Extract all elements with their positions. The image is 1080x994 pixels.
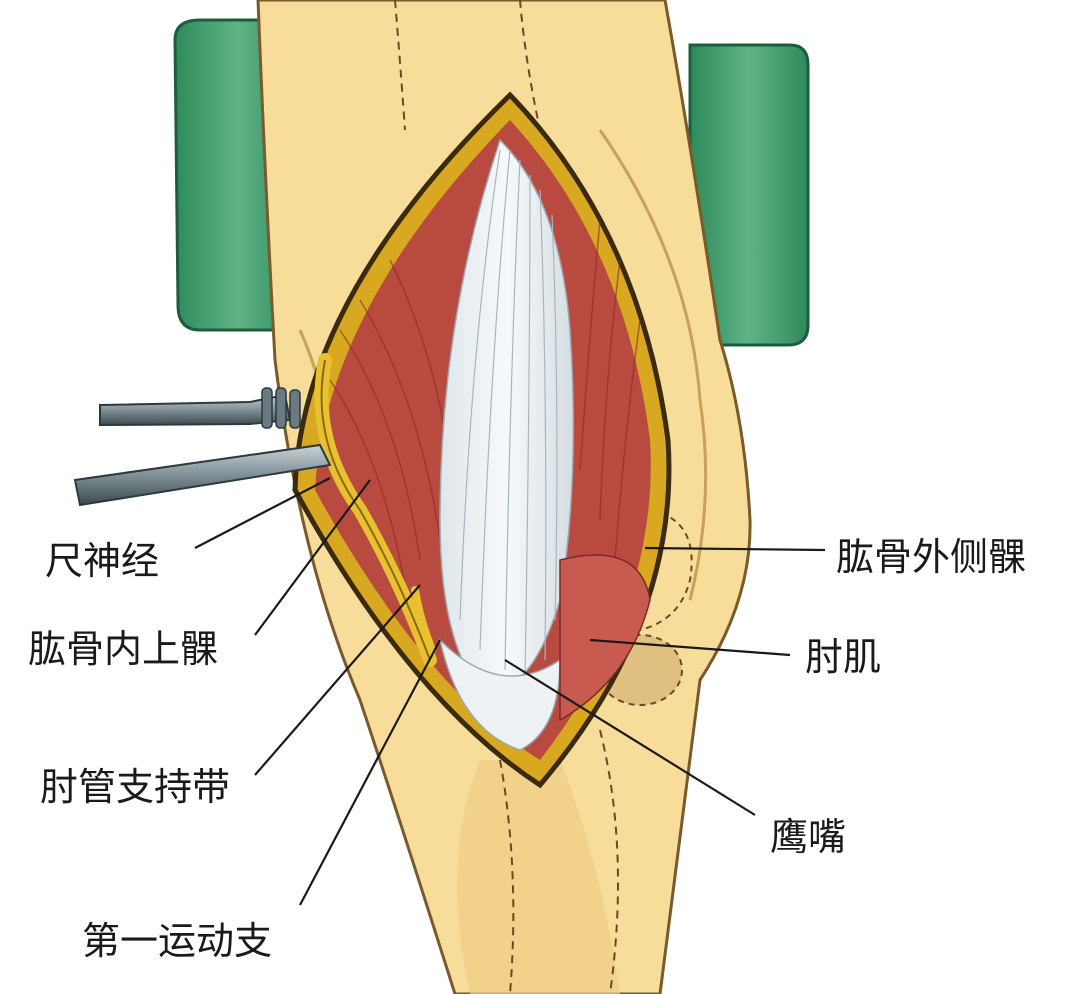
ulnar-nerve-outline bbox=[320, 359, 431, 661]
lateral-condyle-outline bbox=[639, 509, 693, 631]
dashed-line-3 bbox=[499, 759, 515, 994]
retractor-teeth bbox=[261, 387, 301, 429]
label-ulnar-nerve: 尺神经 bbox=[45, 539, 160, 583]
label-cubital-tunnel-retinaculum: 肘管支持带 bbox=[40, 765, 231, 809]
dashed-line-2 bbox=[519, 0, 541, 131]
tendon-fibers bbox=[459, 149, 558, 681]
label-lateral-epicondyle: 肱骨外侧髁 bbox=[836, 535, 1027, 579]
forceps bbox=[73, 443, 332, 507]
leader-lines bbox=[194, 477, 826, 906]
dashed-line-4 bbox=[599, 729, 619, 994]
skin-fold-right bbox=[598, 129, 708, 601]
drape-right bbox=[688, 43, 810, 347]
label-olecranon: 鹰嘴 bbox=[770, 815, 847, 859]
label-anconeus: 肘肌 bbox=[805, 635, 882, 679]
label-medial-epicondyle: 肱骨内上髁 bbox=[28, 627, 219, 671]
olecranon-tendon bbox=[438, 637, 561, 751]
forearm-shadow bbox=[457, 760, 620, 994]
first-motor-branch bbox=[411, 586, 436, 654]
dashed-line-1 bbox=[394, 0, 406, 131]
label-first-motor-branch: 第一运动支 bbox=[82, 919, 273, 963]
anconeus-muscle bbox=[559, 554, 651, 722]
